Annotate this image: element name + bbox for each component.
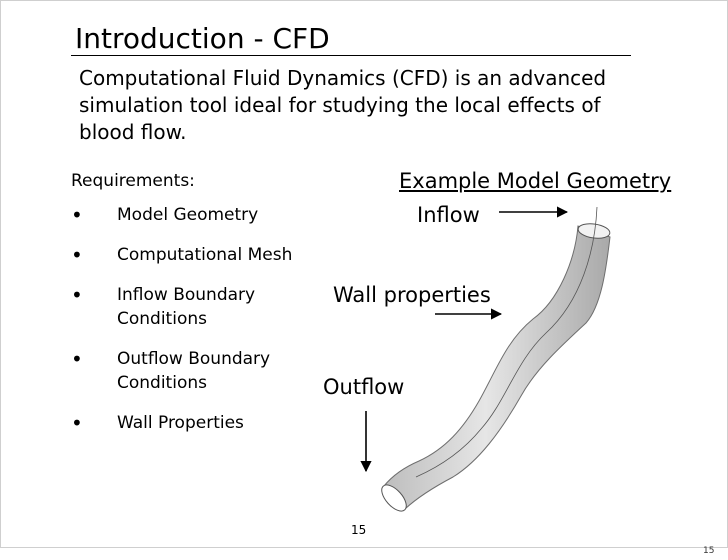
- outflow-label: Outflow: [323, 375, 405, 399]
- inflow-opening: [577, 223, 611, 239]
- viewer-page-number: 15: [703, 546, 715, 556]
- slide-title: Introduction - CFD: [75, 22, 330, 55]
- bullet-icon: •: [71, 203, 83, 227]
- wall-properties-label: Wall properties: [333, 283, 491, 307]
- bullet-icon: •: [71, 283, 83, 307]
- requirement-text: Outflow Boundary Conditions: [117, 349, 271, 393]
- requirements-label: Requirements:: [71, 171, 195, 191]
- vessel-body: [383, 225, 611, 510]
- bullet-icon: •: [71, 347, 83, 371]
- bullet-icon: •: [71, 243, 83, 267]
- geometry-title: Example Model Geometry: [399, 169, 672, 193]
- requirement-item: • Inflow Boundary Conditions: [71, 283, 267, 331]
- requirement-text: Inflow Boundary Conditions: [117, 285, 256, 329]
- intro-text: Computational Fluid Dynamics (CFD) is an…: [79, 66, 607, 144]
- requirement-item: • Computational Mesh: [71, 243, 331, 267]
- requirement-item: • Wall Properties: [71, 411, 331, 435]
- title-underline: [71, 55, 631, 56]
- vessel-seam-line: [415, 206, 598, 478]
- outflow-opening: [381, 484, 407, 512]
- slide: Introduction - CFD Computational Fluid D…: [0, 0, 728, 548]
- requirement-text: Wall Properties: [117, 413, 244, 433]
- page-number: 15: [351, 523, 367, 537]
- bullet-icon: •: [71, 411, 83, 435]
- inflow-label: Inflow: [417, 203, 480, 227]
- requirement-item: • Model Geometry: [71, 203, 331, 227]
- requirement-text: Computational Mesh: [117, 245, 293, 265]
- requirement-text: Model Geometry: [117, 205, 259, 225]
- requirement-item: • Outflow Boundary Conditions: [71, 347, 277, 395]
- vessel-model-figure: [360, 206, 611, 512]
- requirements-list: • Model Geometry • Computational Mesh • Inf…: [71, 203, 331, 451]
